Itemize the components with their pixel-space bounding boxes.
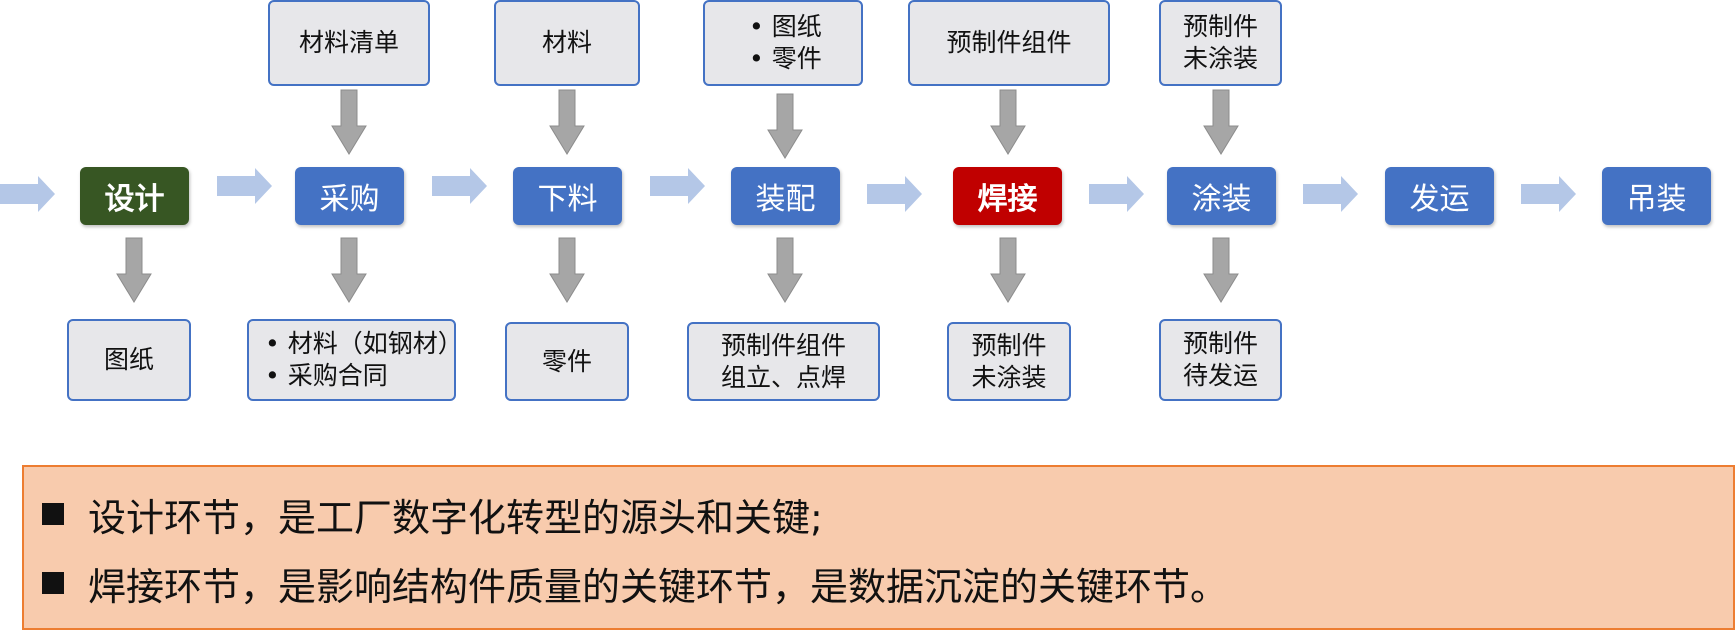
input-arrow [990,89,1026,155]
input-box-caigou: 材料清单 [268,0,430,86]
output-box-tuzhuang: 预制件 待发运 [1159,319,1282,401]
output-zhuangpei-line-1: 预制件组件 [720,330,846,360]
output-zhuangpei-line-2: 组立、点焊 [720,362,846,392]
input-box-zhuangpei: • 图纸 • 零件 [703,0,863,86]
summary-item-2: 焊接环节，是影响结构件质量的关键环节，是数据沉淀的关键环节。 [42,560,1228,609]
output-hanjie-line-1: 预制件 [971,330,1047,360]
input-arrow [1203,89,1239,155]
input-zhuangpei-line-2: • 零件 [749,44,822,73]
input-box-xialiao: 材料 [494,0,640,86]
step-tuzhuang: 涂装 [1167,167,1276,225]
input-box-tuzhuang: 预制件 未涂装 [1159,0,1282,86]
input-tuzhuang-line-2: 未涂装 [1182,44,1258,73]
step-caigou: 采购 [295,167,404,225]
flow-arrow [1521,176,1576,212]
output-hanjie-line-2: 未涂装 [971,362,1047,392]
output-tuzhuang-line-1: 预制件 [1182,329,1258,358]
step-sheji: 设计 [80,167,189,225]
input-zhuangpei-line-1: • 图纸 [749,12,822,41]
output-arrow [990,237,1026,303]
input-arrow [331,89,367,155]
step-fayun: 发运 [1385,167,1494,225]
output-sheji-line-1: 图纸 [103,345,154,374]
output-arrow [1203,237,1239,303]
step-zhuangpei: 装配 [731,167,840,225]
summary-item-1: 设计环节，是工厂数字化转型的源头和关键; [42,491,823,540]
step-diaozhuang: 吊装 [1602,167,1711,225]
output-box-hanjie: 预制件 未涂装 [947,322,1071,401]
output-box-sheji: 图纸 [67,319,191,401]
step-xialiao: 下料 [513,167,622,225]
output-arrow [767,237,803,303]
input-box-hanjie: 预制件组件 [908,0,1110,86]
output-arrow [331,237,367,303]
summary-text-2: 焊接环节，是影响结构件质量的关键环节，是数据沉淀的关键环节。 [88,564,1229,609]
square-bullet-icon [42,572,64,594]
output-box-zhuangpei: 预制件组件 组立、点焊 [687,322,880,401]
input-arrow [767,93,803,159]
output-caigou-line-2: • 采购合同 [265,361,388,390]
summary-text-1: 设计环节，是工厂数字化转型的源头和关键; [88,495,823,540]
input-caigou-line-1: 材料清单 [298,28,399,57]
output-arrow [116,237,152,303]
output-xialiao-line-1: 零件 [541,346,592,376]
flow-arrow [217,168,272,204]
input-tuzhuang-line-1: 预制件 [1182,12,1258,41]
output-box-xialiao: 零件 [505,322,629,401]
step-hanjie: 焊接 [953,167,1062,225]
output-tuzhuang-line-2: 待发运 [1182,361,1258,390]
summary-panel: 设计环节，是工厂数字化转型的源头和关键; 焊接环节，是影响结构件质量的关键环节，… [22,465,1735,630]
flow-arrow [0,176,55,212]
flow-arrow [432,168,487,204]
square-bullet-icon [42,503,64,525]
input-hanjie-line-1: 预制件组件 [946,28,1072,57]
flow-arrow [1303,176,1358,212]
flow-arrow [1089,176,1144,212]
flow-arrow [867,176,922,212]
output-arrow [549,237,585,303]
input-arrow [549,89,585,155]
flow-arrow [650,168,705,204]
output-caigou-line-1: • 材料（如钢材） [265,329,463,358]
output-box-caigou: • 材料（如钢材） • 采购合同 [247,319,463,401]
input-xialiao-line-1: 材料 [541,28,592,57]
